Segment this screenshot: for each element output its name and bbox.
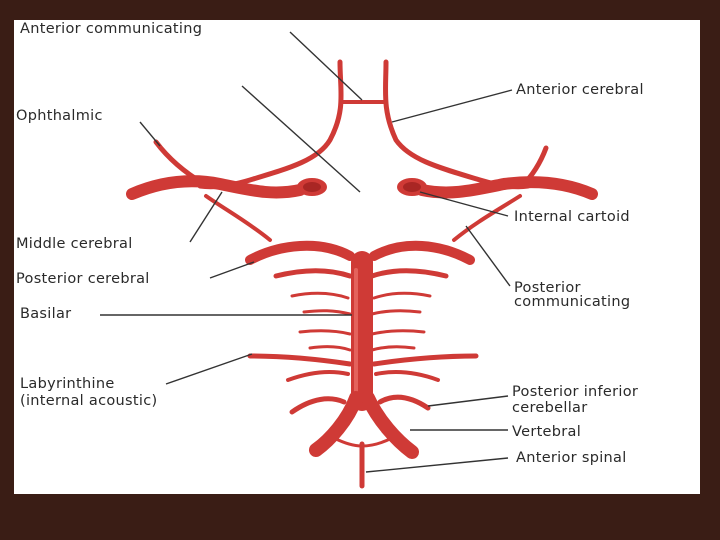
middle-cerebral-right [416,176,598,200]
leader-anterior-communicating [289,31,363,101]
middle-cerebral-left [126,175,306,200]
label-posterior-communicating-line2: communicating [514,294,630,310]
labels: Anterior communicating Anterior cerebral… [16,21,644,466]
pica-left [289,396,347,415]
pontine-branch-right-1 [372,291,432,300]
pontine-branch-left-2 [302,309,352,316]
artery-network [126,59,598,489]
pica-right [377,394,431,411]
posterior-communicating-left [204,194,272,242]
label-labyrinthine-line1: Labyrinthine [20,376,115,392]
label-anterior-cerebral: Anterior cerebral [516,82,644,98]
leader-ophthalmic [139,121,161,147]
leader-labyrinthine [165,353,253,385]
pontine-branch-left-1 [290,291,350,300]
internal-carotid-right-lumen [403,182,421,192]
vertebral-left [309,391,363,457]
pontine-branch-right-2 [370,309,422,316]
aica-right [374,370,440,382]
superior-cerebellar-right [369,268,449,279]
leader-anterior-spinal [365,457,509,473]
label-posterior-cerebral: Posterior cerebral [16,271,150,287]
label-labyrinthine-line2: (internal acoustic) [20,393,157,409]
label-posterior-inferior-line2: cerebellar [512,400,588,416]
leader-anterior-cerebral [391,89,513,123]
leader-diagonal [241,85,361,193]
label-middle-cerebral: Middle cerebral [16,236,133,252]
aica-left [286,370,350,382]
leader-internal-cartoid [419,191,509,217]
leader-posterior-cerebral [209,261,255,279]
labyrinthine-vessel-left [247,353,353,367]
posterior-cerebral-right [369,240,475,265]
posterior-communicating-right [452,194,522,242]
pontine-branch-right-3 [370,329,426,336]
label-posterior-communicating-line1: Posterior [514,280,581,296]
label-posterior-inferior-line1: Posterior inferior [512,384,638,400]
leader-middle-cerebral [189,191,223,243]
leader-lines [100,31,513,473]
label-anterior-spinal: Anterior spinal [516,450,627,466]
pontine-branch-left-4 [308,345,352,352]
labyrinthine-vessel-right [371,353,479,367]
superior-cerebellar-left [273,268,353,279]
pontine-branch-left-3 [298,329,352,336]
label-internal-cartoid: Internal cartoid [514,209,630,225]
vertebral-right [361,391,419,459]
label-ophthalmic: Ophthalmic [16,108,103,124]
label-anterior-communicating: Anterior communicating [20,21,202,37]
pontine-branch-right-4 [370,345,416,352]
posterior-cerebral-left [245,240,355,265]
leader-posterior-communicating [465,225,511,287]
label-basilar: Basilar [20,306,71,322]
label-vertebral: Vertebral [512,424,581,440]
internal-carotid-left-lumen [303,182,321,192]
leader-posterior-inferior [427,395,509,407]
